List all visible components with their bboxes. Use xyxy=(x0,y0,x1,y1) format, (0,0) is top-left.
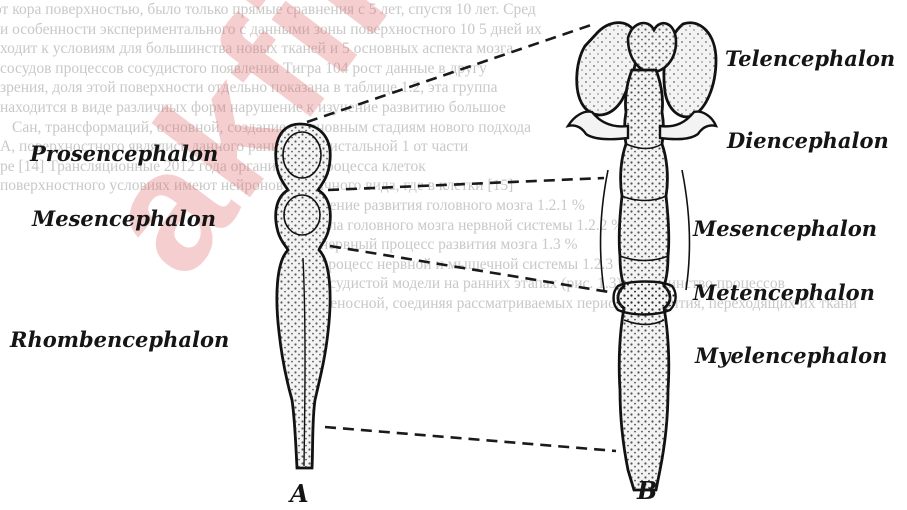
tube-a-shading xyxy=(276,124,331,468)
label-telencephalon: Telencephalon xyxy=(725,46,895,71)
label-mesencephalon-b: Mesencephalon xyxy=(693,216,877,241)
connector-line-diencephalon xyxy=(328,178,604,190)
label-myelencephalon: Myelencephalon xyxy=(695,343,887,368)
connector-line-myelencephalon xyxy=(325,427,616,451)
metencephalon-band xyxy=(614,282,676,315)
connector-lines xyxy=(307,24,616,451)
neural-tube-a xyxy=(276,124,331,468)
label-prosencephalon: Prosencephalon xyxy=(30,141,218,166)
connector-line-telencephalon xyxy=(307,24,594,122)
label-rhombencephalon: Rhombencephalon xyxy=(10,327,229,352)
tube-b-membrane xyxy=(601,170,608,290)
caption-a: A xyxy=(290,479,309,508)
tube-b-membrane xyxy=(682,170,689,290)
connector-line-metencephalon xyxy=(330,246,609,292)
caption-b: B xyxy=(637,476,657,505)
label-diencephalon: Diencephalon xyxy=(727,128,889,153)
neural-tube-b xyxy=(568,23,716,490)
label-mesencephalon-a: Mesencephalon xyxy=(32,206,216,231)
label-metencephalon: Metencephalon xyxy=(693,280,875,305)
